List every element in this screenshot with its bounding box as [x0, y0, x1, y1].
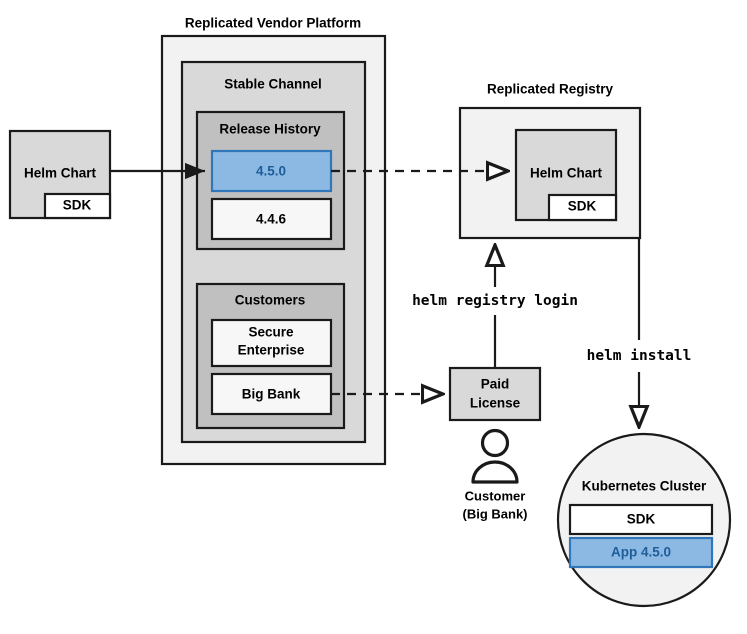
customer-big-bank-label: Big Bank [242, 387, 301, 402]
release-item-4-4-6[interactable] [210, 197, 333, 241]
customer-big-bank[interactable] [210, 372, 333, 416]
customer-actor-label-line1: Customer [465, 488, 526, 503]
command-helm-install: helm install [587, 348, 692, 364]
cluster-item-sdk[interactable] [568, 503, 714, 536]
paid-license-box [448, 366, 542, 422]
release-item-4-4-6-label: 4.4.6 [256, 212, 287, 227]
release-history-title: Release History [219, 122, 321, 137]
kubernetes-cluster-title: Kubernetes Cluster [582, 479, 707, 494]
paid-license-label-line2: License [470, 396, 521, 411]
cluster-item-app-label: App 4.5.0 [611, 545, 671, 560]
customer-person-icon [471, 428, 519, 484]
registry-helm-chart-sdk-label: SDK [568, 199, 597, 214]
customer-secure-enterprise[interactable] [210, 318, 333, 368]
replicated-registry-title: Replicated Registry [487, 82, 614, 97]
registry-helm-chart-label: Helm Chart [530, 166, 603, 181]
command-helm-registry-login: helm registry login [412, 293, 578, 309]
source-helm-chart-sdk-box [43, 192, 112, 220]
customers-title: Customers [235, 293, 306, 308]
stable-channel-title: Stable Channel [224, 77, 322, 92]
vendor-platform-title: Replicated Vendor Platform [185, 16, 361, 31]
customer-secure-enterprise-label-line1: Secure [248, 325, 294, 340]
paid-license-label-line1: Paid [481, 377, 510, 392]
release-item-4-5-0-label: 4.5.0 [256, 164, 286, 179]
cluster-item-app[interactable] [568, 536, 714, 569]
source-helm-chart-label: Helm Chart [24, 166, 97, 181]
source-helm-chart-sdk-label: SDK [63, 198, 92, 213]
customer-actor-label-line2: (Big Bank) [463, 506, 528, 521]
registry-helm-chart-sdk-box [547, 193, 618, 222]
customer-secure-enterprise-label-line2: Enterprise [238, 343, 305, 358]
cluster-item-sdk-label: SDK [627, 512, 656, 527]
